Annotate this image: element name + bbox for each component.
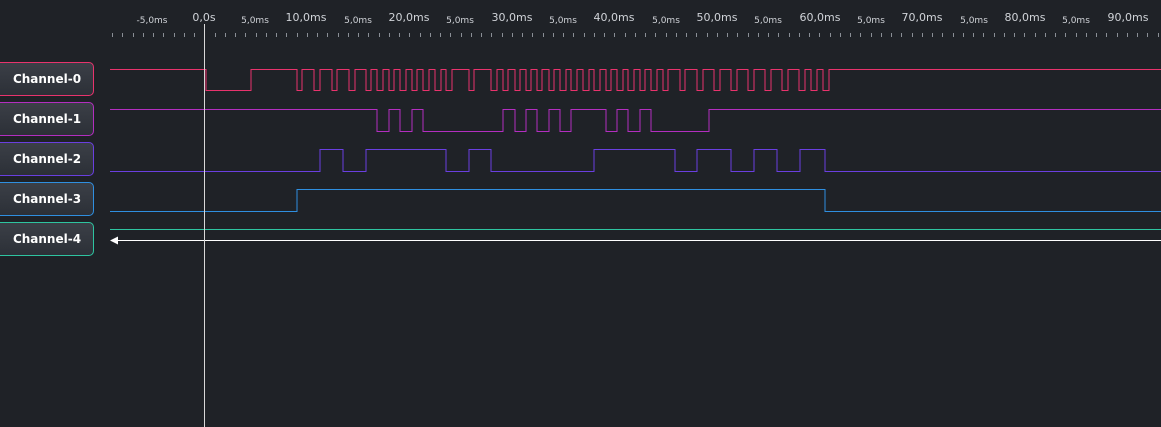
ruler-minor-label: 5,0ms [344,16,372,26]
channel-1-waveform [110,109,1161,132]
channel-2-waveform [110,149,1161,172]
channel-3-waveform [110,189,1161,212]
ruler-minor-label: 5,0ms [446,16,474,26]
ruler-major-label: 0,0s [192,11,216,24]
channel-0-waveform [110,69,1161,91]
ruler-major-label: 30,0ms [491,11,533,24]
channel-0-button[interactable]: Channel-0 [0,62,94,96]
ruler-major-label: 90,0ms [1107,11,1149,24]
left-arrow-icon [110,236,118,245]
ruler-minor-label: 5,0ms [960,16,988,26]
ruler-major-label: 10,0ms [285,11,327,24]
channel-1-button[interactable]: Channel-1 [0,102,94,136]
ruler-minor-label: 5,0ms [754,16,782,26]
channel-3-button[interactable]: Channel-3 [0,182,94,216]
ruler-minor-label: 5,0ms [241,16,269,26]
ruler-major-label: 80,0ms [1004,11,1046,24]
ruler-major-label: 40,0ms [593,11,635,24]
channel-4-button[interactable]: Channel-4 [0,222,94,256]
ruler-major-label: 70,0ms [901,11,943,24]
ruler-minor-label: 5,0ms [1062,16,1090,26]
time-ruler[interactable] [0,0,1161,40]
ruler-minor-label: -5,0ms [136,16,168,26]
ruler-minor-label: 5,0ms [857,16,885,26]
ruler-minor-label: 5,0ms [549,16,577,26]
ruler-major-label: 50,0ms [696,11,738,24]
channel-2-button[interactable]: Channel-2 [0,142,94,176]
time-cursor-line[interactable] [204,24,205,427]
ruler-minor-label: 5,0ms [652,16,680,26]
ruler-major-label: 60,0ms [799,11,841,24]
ruler-major-label: 20,0ms [388,11,430,24]
